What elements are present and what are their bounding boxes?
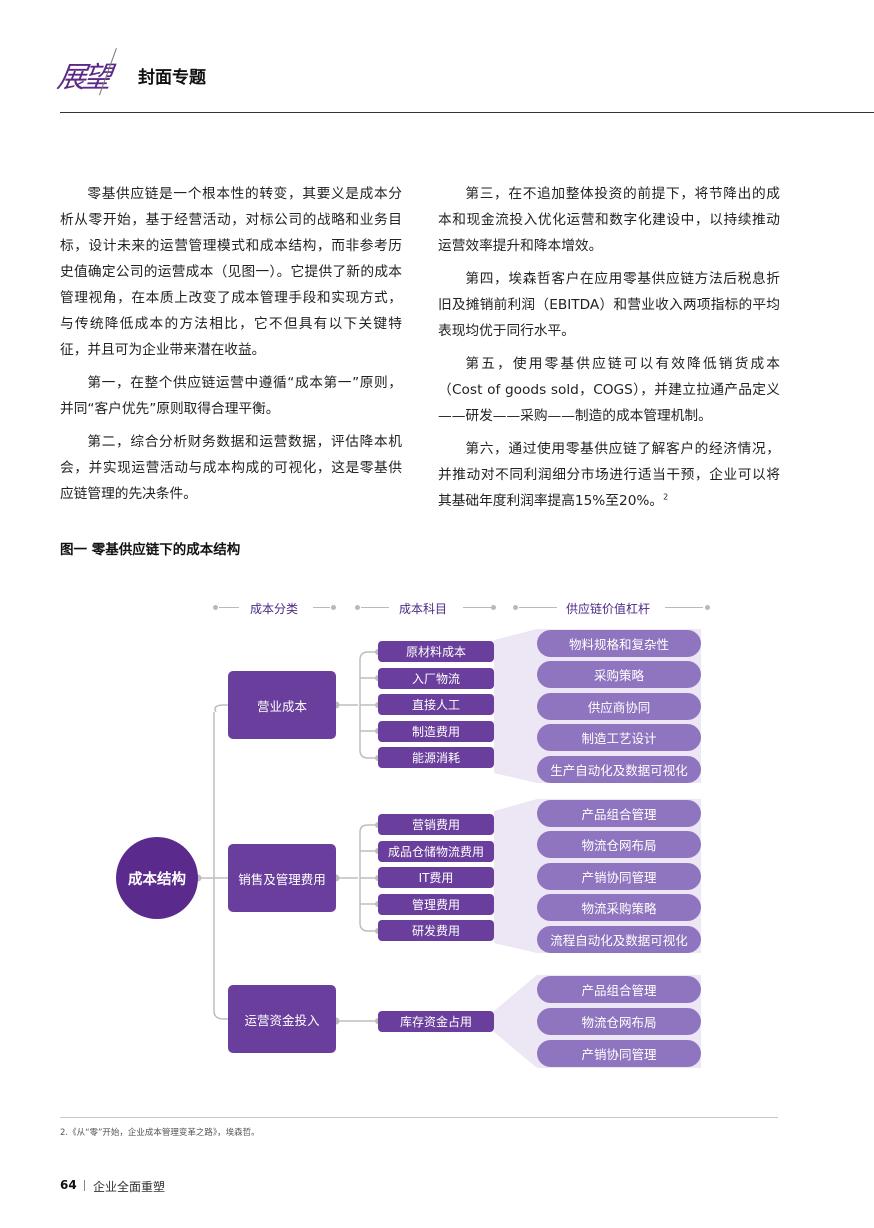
article-left-column: 零基供应链是一个根本性的转变，其要义是成本分析从零开始，基于经营活动，对标公司的…	[60, 181, 402, 514]
header-line	[219, 607, 239, 608]
cost-item: 库存资金占用	[378, 1011, 494, 1032]
header-line	[361, 607, 389, 608]
paragraph: 第五，使用零基供应链可以有效降低销货成本（Cost of goods sold，…	[438, 356, 780, 424]
connector-line	[360, 677, 378, 732]
connector-line	[359, 651, 378, 661]
header-line	[665, 607, 703, 608]
header-dot	[331, 605, 336, 610]
category-operating-cost: 营业成本	[228, 671, 336, 739]
paragraph-with-footnote: 第六，通过使用零基供应链了解客户的经济情况，并推动对不同利润细分市场进行适当干预…	[438, 436, 780, 514]
category-working-capital: 运营资金投入	[228, 985, 336, 1053]
connector-line	[359, 824, 378, 833]
header-rule	[60, 112, 874, 113]
header-dot	[355, 605, 360, 610]
value-lever: 物流采购策略	[537, 894, 701, 921]
cost-item: 研发费用	[378, 920, 494, 941]
header-dot	[705, 605, 710, 610]
value-lever: 产销协同管理	[537, 863, 701, 890]
connector-line	[214, 704, 228, 713]
cost-item: IT费用	[378, 867, 494, 888]
connector-line	[359, 749, 378, 759]
connector-line	[360, 850, 378, 905]
cost-item: 制造费用	[378, 721, 494, 742]
paragraph: 零基供应链是一个根本性的转变，其要义是成本分析从零开始，基于经营活动，对标公司的…	[60, 186, 402, 358]
cost-item: 原材料成本	[378, 641, 494, 662]
cost-item: 管理费用	[378, 894, 494, 915]
connector-line	[213, 1010, 228, 1020]
column-header-lever: 供应链价值杠杆	[566, 602, 651, 616]
paragraph: 第一，在整个供应链运营中遵循“成本第一”原则，并同“客户优先”原则取得合理平衡。	[60, 375, 402, 417]
value-lever: 物流仓网布局	[537, 831, 701, 858]
header-line	[463, 607, 491, 608]
section-title: 封面专题	[138, 68, 206, 88]
cost-item: 入厂物流	[378, 668, 494, 689]
connector-line	[359, 922, 378, 932]
column-header-category: 成本分类	[250, 602, 299, 616]
column-header-account: 成本科目	[399, 602, 448, 616]
page-number: 64	[60, 1178, 77, 1192]
footer-section-title: 企业全面重塑	[93, 1180, 166, 1194]
cost-item: 能源消耗	[378, 747, 494, 768]
value-lever: 采购策略	[537, 661, 701, 688]
footnote-rule	[60, 1117, 778, 1118]
cost-item: 营销费用	[378, 814, 494, 835]
cost-item: 成品仓储物流费用	[378, 841, 494, 862]
header-dot	[513, 605, 518, 610]
value-lever: 生产自动化及数据可视化	[537, 756, 701, 783]
value-lever: 制造工艺设计	[537, 724, 701, 751]
paragraph: 第二，综合分析财务数据和运营数据，评估降本机会，并实现运营活动与成本构成的可视化…	[60, 434, 402, 502]
value-lever: 物料规格和复杂性	[537, 630, 701, 657]
root-node: 成本结构	[116, 837, 198, 919]
figure-title: 图一 零基供应链下的成本结构	[60, 542, 241, 558]
value-lever: 物流仓网布局	[537, 1008, 701, 1035]
paragraph-text: 第六，通过使用零基供应链了解客户的经济情况，并推动对不同利润细分市场进行适当干预…	[438, 441, 780, 509]
header-dot	[213, 605, 218, 610]
value-lever: 流程自动化及数据可视化	[537, 926, 701, 953]
article-right-column: 第三，在不追加整体投资的前提下，将节降出的成本和现金流投入优化运营和数字化建设中…	[438, 181, 780, 521]
footer-divider	[84, 1180, 85, 1191]
value-lever: 供应商协同	[537, 693, 701, 720]
paragraph: 第四，埃森哲客户在应用零基供应链方法后税息折旧及摊销前利润（EBITDA）和营业…	[438, 271, 780, 339]
category-sga-expense: 销售及管理费用	[228, 844, 336, 912]
paragraph: 第三，在不追加整体投资的前提下，将节降出的成本和现金流投入优化运营和数字化建设中…	[438, 186, 780, 254]
footnote-ref-link[interactable]: 2	[663, 492, 669, 502]
value-lever: 产品组合管理	[537, 800, 701, 827]
cost-item: 直接人工	[378, 694, 494, 715]
header-line	[313, 607, 330, 608]
value-lever: 产品组合管理	[537, 976, 701, 1003]
value-lever: 产销协同管理	[537, 1040, 701, 1067]
header-dot	[491, 605, 496, 610]
header-line	[519, 607, 557, 608]
footnote: 2.《从“零”开始，企业成本管理变革之路》，埃森哲。	[60, 1128, 260, 1138]
